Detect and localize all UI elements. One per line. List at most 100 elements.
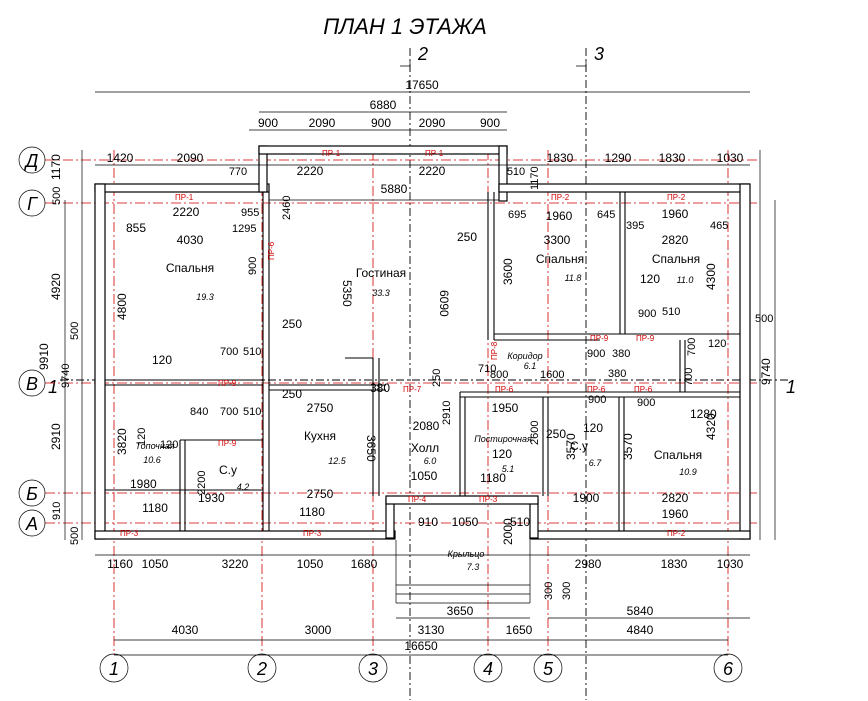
svg-text:3300: 3300 — [544, 233, 571, 247]
svg-text:800: 800 — [490, 369, 508, 381]
svg-text:9740: 9740 — [759, 358, 773, 385]
axis-bubble-4: 4 — [473, 653, 503, 683]
room-gostinaya: Гостиная 33.3 — [356, 266, 406, 298]
opening-labels: ПР-1 ПР-1 ПР-1 ПР-2 ПР-2 ПР-3 ПР-3 ПР-3 … — [120, 149, 686, 538]
svg-text:700: 700 — [686, 338, 698, 356]
axis-bubble-b: Б — [18, 479, 46, 507]
svg-text:5840: 5840 — [627, 604, 654, 618]
svg-text:250: 250 — [457, 230, 477, 244]
svg-text:ПР-3: ПР-3 — [479, 495, 498, 504]
svg-text:6.7: 6.7 — [589, 458, 603, 468]
svg-text:1900: 1900 — [573, 491, 600, 505]
axis-bubble-v: В — [18, 369, 46, 397]
svg-text:ПР-9: ПР-9 — [218, 439, 237, 448]
svg-text:1930: 1930 — [198, 491, 225, 505]
svg-text:500: 500 — [755, 313, 773, 325]
svg-text:Гостиная: Гостиная — [356, 266, 406, 280]
svg-text:900: 900 — [258, 116, 278, 130]
svg-text:С.у: С.у — [570, 439, 588, 453]
svg-text:5880: 5880 — [381, 182, 408, 196]
svg-text:1050: 1050 — [452, 515, 479, 529]
svg-text:1600: 1600 — [540, 369, 564, 381]
svg-text:ПР-4: ПР-4 — [408, 495, 427, 504]
svg-text:4920: 4920 — [49, 273, 63, 300]
svg-text:4: 4 — [483, 659, 493, 679]
svg-text:6: 6 — [723, 659, 734, 679]
svg-text:Крыльцо: Крыльцо — [448, 549, 485, 559]
svg-text:2090: 2090 — [309, 116, 336, 130]
svg-text:33.3: 33.3 — [372, 288, 390, 298]
svg-text:1050: 1050 — [411, 469, 438, 483]
svg-text:19.3: 19.3 — [196, 292, 214, 302]
svg-text:700: 700 — [220, 346, 238, 358]
svg-text:380: 380 — [612, 348, 630, 360]
svg-text:395: 395 — [626, 220, 644, 232]
svg-text:250: 250 — [282, 317, 302, 331]
svg-text:2980: 2980 — [575, 557, 602, 571]
svg-text:2220: 2220 — [297, 164, 324, 178]
svg-text:Спальня: Спальня — [166, 261, 214, 275]
svg-text:3000: 3000 — [305, 623, 332, 637]
svg-text:2090: 2090 — [419, 116, 446, 130]
svg-text:ПР-8: ПР-8 — [490, 341, 499, 360]
svg-text:2200: 2200 — [196, 471, 208, 495]
svg-text:6880: 6880 — [370, 98, 397, 112]
svg-text:510: 510 — [510, 515, 530, 529]
svg-text:Коридор: Коридор — [507, 351, 542, 361]
svg-text:2750: 2750 — [307, 401, 334, 415]
svg-text:7.3: 7.3 — [467, 562, 480, 572]
svg-text:1170: 1170 — [529, 166, 541, 190]
svg-text:1280: 1280 — [690, 407, 717, 421]
svg-text:1180: 1180 — [142, 501, 168, 515]
svg-text:120: 120 — [708, 338, 726, 350]
svg-text:2750: 2750 — [307, 487, 334, 501]
svg-text:9910: 9910 — [37, 343, 51, 370]
svg-text:700: 700 — [683, 368, 695, 386]
svg-text:250: 250 — [431, 369, 443, 387]
svg-text:4300: 4300 — [704, 263, 718, 290]
svg-text:1160: 1160 — [107, 557, 133, 571]
svg-text:510: 510 — [243, 346, 261, 358]
svg-text:ПР-9: ПР-9 — [218, 379, 237, 388]
svg-text:1960: 1960 — [662, 207, 689, 221]
outer-walls — [94, 145, 751, 540]
svg-text:11.8: 11.8 — [565, 273, 582, 283]
svg-text:9740: 9740 — [60, 364, 72, 388]
svg-text:ПР-2: ПР-2 — [551, 193, 570, 202]
svg-text:910: 910 — [418, 515, 438, 529]
svg-text:10.6: 10.6 — [143, 455, 161, 465]
section-label-3: 3 — [594, 44, 604, 64]
porch-steps — [395, 540, 531, 604]
svg-text:Кухня: Кухня — [304, 429, 336, 443]
svg-text:2220: 2220 — [173, 205, 200, 219]
svg-text:ПР-1: ПР-1 — [425, 149, 444, 158]
svg-text:5350: 5350 — [340, 280, 354, 307]
svg-text:1960: 1960 — [662, 507, 689, 521]
svg-text:1030: 1030 — [717, 557, 744, 571]
svg-text:4030: 4030 — [177, 233, 204, 247]
svg-text:ПР-6: ПР-6 — [634, 385, 653, 394]
svg-text:ПР-6: ПР-6 — [495, 385, 514, 394]
svg-text:900: 900 — [637, 397, 655, 409]
svg-text:380: 380 — [370, 381, 390, 395]
svg-text:10.9: 10.9 — [679, 467, 697, 477]
axis-bubble-d: Д — [18, 146, 46, 174]
svg-text:1295: 1295 — [232, 223, 256, 235]
svg-text:11.0: 11.0 — [677, 275, 694, 285]
svg-text:1050: 1050 — [297, 557, 324, 571]
svg-text:ПР-9: ПР-9 — [590, 334, 609, 343]
svg-text:900: 900 — [371, 116, 391, 130]
room-krylco: Крыльцо 7.3 — [448, 549, 485, 572]
svg-text:1: 1 — [109, 659, 119, 679]
svg-text:4.2: 4.2 — [237, 482, 250, 492]
svg-text:840: 840 — [190, 406, 208, 418]
axis-bubble-2: 2 — [247, 653, 277, 683]
svg-text:500: 500 — [69, 527, 81, 545]
svg-text:510: 510 — [507, 166, 525, 178]
svg-text:3570: 3570 — [621, 433, 635, 460]
svg-text:710: 710 — [478, 363, 496, 375]
